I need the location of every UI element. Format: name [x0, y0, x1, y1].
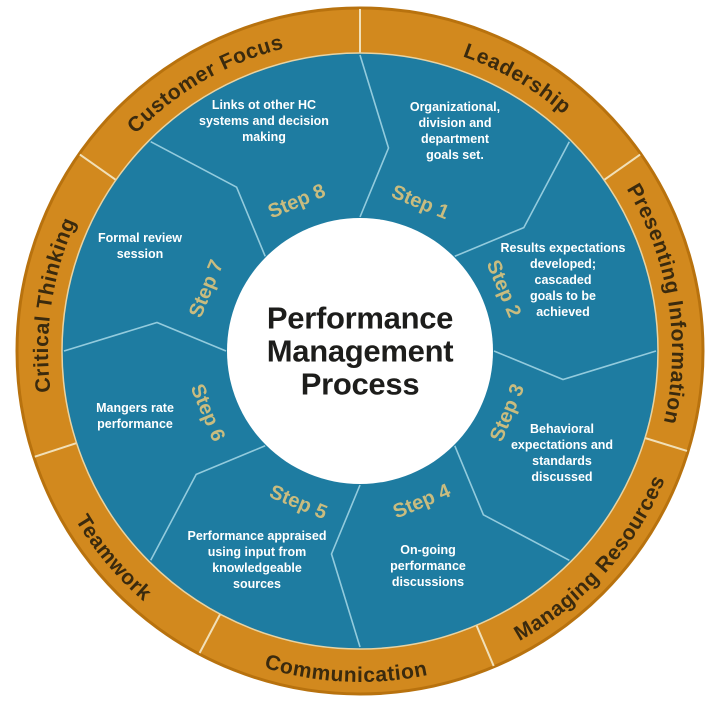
step-description-2: Results expectations developed; cascaded…	[500, 241, 626, 319]
ring-divider	[603, 153, 641, 181]
step-divider	[359, 54, 390, 218]
wheel-title: Performance Management Process	[266, 300, 454, 402]
ring-divider	[34, 442, 77, 458]
step-description-1: Organizational, division and department …	[409, 100, 501, 162]
step-divider	[330, 484, 361, 648]
ring-divider	[79, 153, 117, 181]
step-divider	[149, 445, 266, 561]
step-divider	[454, 141, 571, 258]
step-dividers	[63, 54, 657, 648]
step-divider	[454, 445, 570, 562]
step-description-6: Mangers rate performance	[96, 401, 174, 431]
center-circle	[227, 218, 493, 484]
step-description-5: Performance appraised using input from k…	[187, 529, 327, 591]
ring-divider	[644, 437, 688, 452]
step-description-8: Links ot other HC systems and decision m…	[199, 98, 329, 144]
step-description-4: On-going performance discussions	[390, 543, 466, 589]
step-divider	[493, 350, 657, 381]
outer-ring-dividers	[34, 9, 688, 667]
ring-divider	[475, 625, 495, 667]
step-divider	[150, 140, 266, 257]
step-divider	[63, 321, 227, 352]
step-description-3: Behavioral expectations and standards di…	[510, 422, 614, 484]
ring-divider	[198, 613, 222, 654]
step-description-7: Formal review session	[97, 231, 183, 261]
